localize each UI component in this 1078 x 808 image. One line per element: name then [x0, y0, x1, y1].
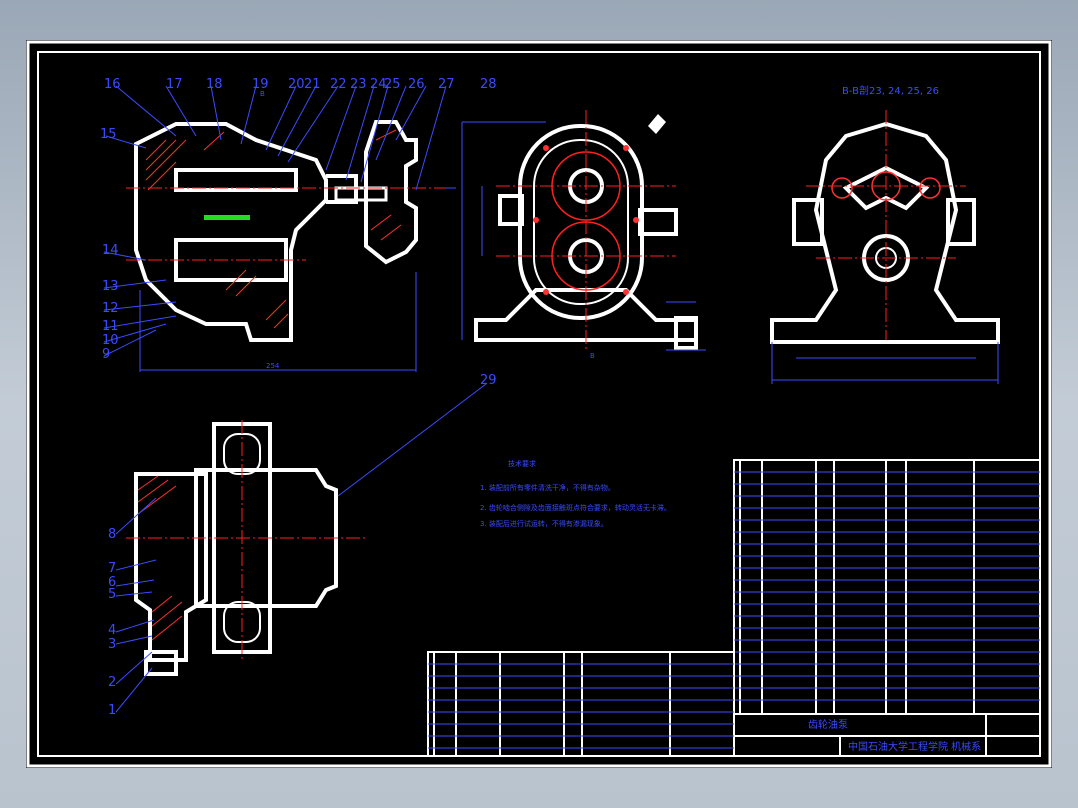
balloon-23: 23: [350, 77, 367, 92]
balloon-6: 6: [108, 575, 116, 590]
balloon-7: 7: [108, 561, 116, 576]
notes-line-2: 2. 齿轮啮合侧隙及齿面接触斑点符合要求，转动灵活无卡滞。: [480, 503, 671, 512]
balloon-18: 18: [206, 77, 223, 92]
main-length-dimension: 254: [266, 362, 280, 370]
bottom-view-centerlines: [126, 420, 366, 660]
balloon-15: 15: [100, 127, 117, 142]
outer-border: [26, 40, 1052, 768]
balloon-28: 28: [480, 77, 497, 92]
front-section-mark: B: [590, 352, 595, 360]
balloon-12: 12: [102, 301, 119, 316]
balloon-2: 2: [108, 675, 116, 690]
main-view-dimensions: [139, 187, 456, 372]
balloon-11: 11: [102, 319, 119, 334]
balloon-10: 10: [102, 333, 119, 348]
inner-border: [37, 51, 1041, 757]
section-mark-top: B: [260, 90, 265, 98]
balloon-5: 5: [108, 587, 116, 602]
side-view-centerlines: [806, 110, 966, 340]
bottom-view: [134, 422, 338, 676]
leader-lines-top: [105, 85, 447, 191]
notes-title: 技术要求: [508, 459, 536, 468]
balloon-19: 19: [252, 77, 269, 92]
balloon-25: 25: [384, 77, 401, 92]
parts-list-right: [733, 459, 1041, 757]
section-view-label: B-B剖23, 24, 25, 26: [842, 84, 939, 97]
shaft-highlight: [204, 215, 250, 220]
school-name: 中国石油大学工程学院 机械系: [848, 740, 981, 753]
balloon-17: 17: [166, 77, 183, 92]
balloon-1: 1: [108, 703, 116, 718]
front-view-dimensions: [461, 121, 706, 351]
side-view-dimensions: [771, 342, 999, 384]
main-section-view: [134, 120, 418, 342]
drawing-name: 齿轮油泵: [808, 718, 848, 731]
balloon-4: 4: [108, 623, 116, 638]
balloon-27: 27: [438, 77, 455, 92]
cad-drawing: 254 16 17 18 19 20 21 22 23 24 25 26 27 …: [26, 40, 1052, 768]
front-view-centerlines: [496, 110, 676, 350]
balloon-22: 22: [330, 77, 347, 92]
view-direction-arrow: [648, 114, 666, 134]
balloon-13: 13: [102, 279, 119, 294]
parts-list-left: [427, 651, 735, 757]
balloon-29: 29: [480, 373, 497, 388]
balloon-14: 14: [102, 243, 119, 258]
balloon-3: 3: [108, 637, 116, 652]
balloon-8: 8: [108, 527, 116, 542]
parts-list-right-rows: [734, 471, 1040, 701]
balloon-24: 24: [370, 77, 387, 92]
balloon-20: 20: [288, 77, 305, 92]
main-section-hatch: [145, 129, 402, 329]
leader-lines-side: [103, 251, 177, 357]
balloon-16: 16: [104, 77, 121, 92]
balloon-21: 21: [304, 77, 321, 92]
balloon-26: 26: [408, 77, 425, 92]
drawing-frame: 254 16 17 18 19 20 21 22 23 24 25 26 27 …: [26, 40, 1052, 768]
leader-lines-bottom: [115, 383, 487, 713]
side-view: [770, 121, 1000, 344]
notes-line-1: 1. 装配前所有零件清洗干净，不得有杂物。: [480, 483, 615, 492]
front-view-bolts: [533, 145, 639, 295]
bottom-view-hatch: [137, 475, 183, 641]
parts-list-left-rows: [428, 663, 734, 749]
balloon-9: 9: [102, 347, 110, 362]
notes-line-3: 3. 装配后进行试运转，不得有渗漏现象。: [480, 519, 608, 528]
